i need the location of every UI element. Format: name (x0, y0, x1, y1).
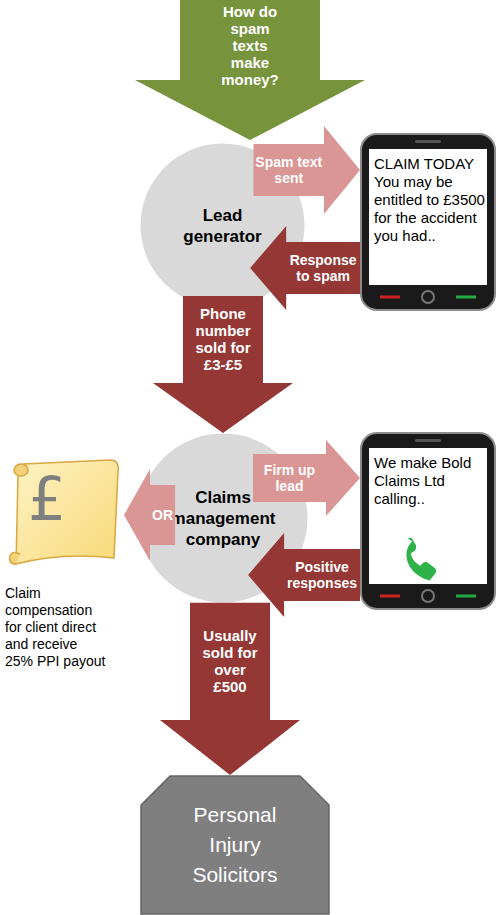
phone-button (456, 595, 476, 598)
arrow-label: Firm up lead (251, 462, 329, 494)
phone-button (422, 291, 434, 303)
arrow-label: Spam text sent (250, 154, 328, 186)
phone-display (369, 448, 487, 584)
phone-button (380, 296, 400, 299)
arrow-label: Positive responses (282, 559, 362, 591)
destination-box: Personal Injury Solicitors (140, 775, 330, 915)
block-arrow (153, 296, 293, 433)
arrow-label: Response to spam (284, 252, 362, 284)
phone-button (380, 595, 400, 598)
phone-speaker (415, 140, 441, 143)
box-shape (141, 776, 329, 914)
title-arrow: How do spam texts make money? (135, 0, 365, 140)
phone-display (369, 149, 487, 285)
phone-button (456, 296, 476, 299)
phone-body (361, 134, 495, 310)
node-text: £ (28, 464, 88, 534)
node-text: How do spam texts make money? (214, 3, 286, 88)
phone-speaker (415, 439, 441, 442)
phone-body (361, 433, 495, 609)
arrow-label: Usually sold for over £500 (197, 627, 263, 695)
node-text: Personal Injury Solicitors (170, 800, 300, 890)
block-arrow (160, 603, 300, 775)
phone-screen: CLAIM TODAY You may be entitled to £3500… (360, 133, 496, 311)
node-text: Lead generator (163, 205, 283, 247)
phone-handset-icon (406, 538, 436, 581)
phone-button (422, 590, 434, 602)
arrow-label: OR (148, 507, 178, 523)
scroll-paper (16, 460, 118, 564)
arrow-shape (135, 0, 365, 140)
payout-scroll: £ Claim compensation for client direct an… (2, 452, 124, 717)
arrow-label: Phone number sold for £3-£5 (190, 305, 256, 373)
scroll-roll (10, 552, 20, 564)
node-text: CLAIM TODAY You may be entitled to £3500… (374, 155, 486, 245)
phone-screen: We make Bold Claims Ltd calling.. (360, 432, 496, 610)
handset-shape (406, 538, 436, 581)
node-text: Claim compensation for client direct and… (5, 585, 109, 670)
scroll-roll (14, 464, 28, 476)
node-text: We make Bold Claims Ltd calling.. (374, 454, 486, 508)
